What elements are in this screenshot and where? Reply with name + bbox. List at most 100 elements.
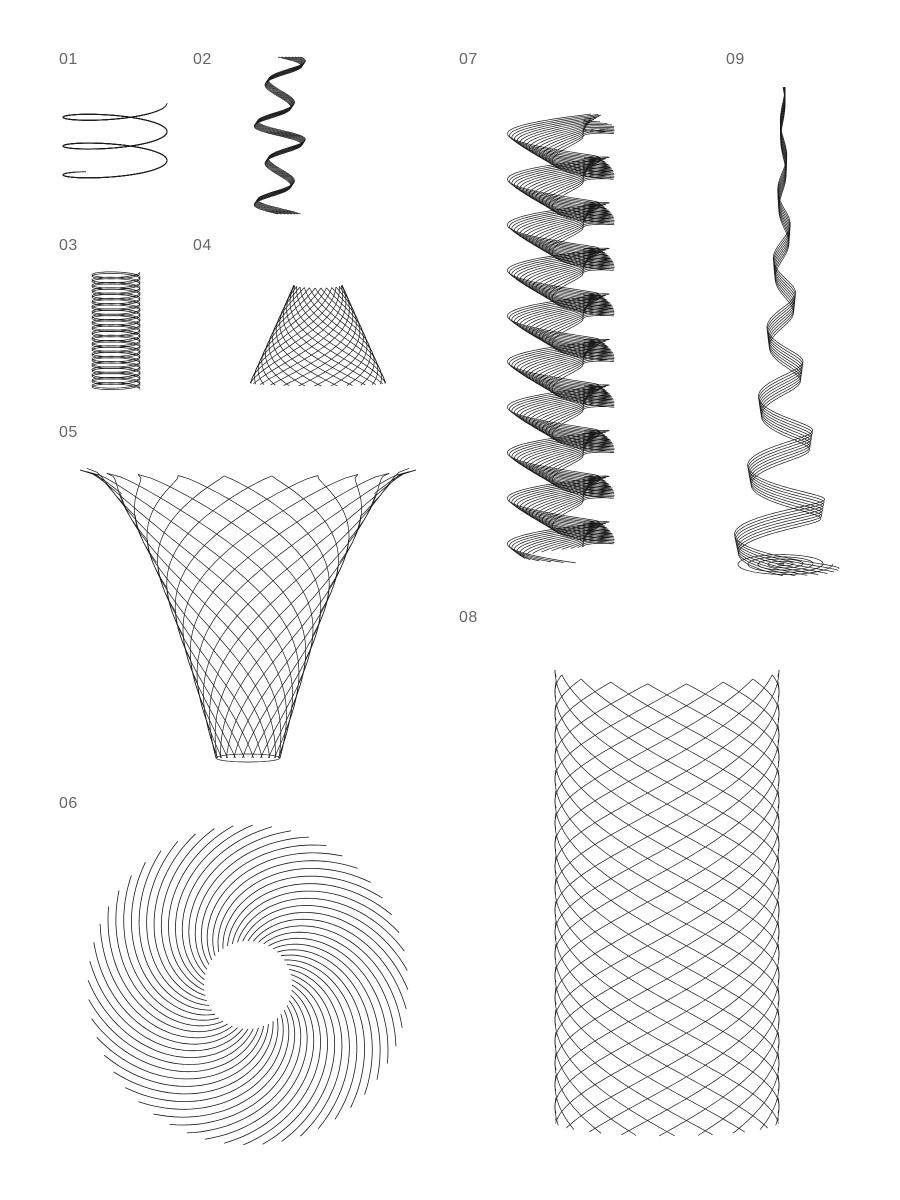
cone-line: [314, 320, 364, 387]
wave-strand: [535, 125, 615, 552]
funnel-line: [182, 634, 236, 759]
lattice-line: [610, 681, 780, 809]
tower-strand: [737, 87, 822, 577]
lattice-line: [555, 921, 780, 1124]
cone-line: [279, 303, 353, 386]
lattice-line: [554, 1009, 675, 1137]
wave-strand: [548, 129, 615, 548]
spiral-arm: [258, 925, 403, 1028]
funnel-line: [209, 467, 410, 759]
lattice-line: [554, 683, 648, 764]
lattice-line: [566, 943, 780, 1129]
lattice-line: [554, 681, 780, 895]
wave-strand: [509, 114, 607, 563]
wave-strand: [507, 113, 611, 564]
spiral-arm: [138, 1014, 284, 1110]
spiral-arm: [247, 912, 409, 990]
lattice-line: [554, 943, 768, 1129]
lattice-line: [554, 704, 780, 917]
cone-line: [257, 352, 265, 386]
lattice-line: [554, 769, 780, 983]
lattice-line: [697, 1032, 780, 1136]
cone-line: [260, 285, 350, 385]
spiral-arm: [284, 959, 358, 1120]
spiral-arm: [146, 840, 210, 1006]
spiral-arm: [252, 918, 407, 1010]
spiral-arm: [263, 931, 397, 1047]
cone-line: [309, 287, 375, 358]
spiral-arm: [227, 883, 393, 947]
cone-line: [261, 344, 276, 386]
lattice-line: [554, 986, 713, 1136]
spiral-arm: [243, 984, 321, 1146]
funnel-line: [251, 613, 321, 759]
lattice-line: [686, 683, 780, 764]
spiral-arm: [186, 1000, 302, 1134]
spiral-arm: [107, 906, 228, 1033]
cone-line: [304, 287, 379, 367]
spiral-arm: [280, 954, 365, 1108]
funnel-line: [203, 707, 218, 759]
spiral-arm: [277, 949, 373, 1095]
spiral-arm: [96, 1026, 264, 1080]
funnel-line: [120, 493, 282, 759]
spiral-arm: [281, 974, 336, 1142]
spiral-arm: [286, 964, 350, 1130]
helix-strand: [256, 56, 305, 215]
cone-line: [265, 336, 290, 386]
spiral-arm: [242, 905, 408, 971]
lattice-line: [775, 1097, 780, 1126]
spiral-arm: [89, 960, 244, 1052]
spiral-arm: [169, 1005, 296, 1126]
lattice-line: [555, 1117, 557, 1121]
spiral-arm: [168, 825, 234, 991]
spiral-arm: [262, 979, 328, 1145]
figure-label-04: 04: [193, 237, 212, 254]
ribbon-strand: [62, 113, 168, 179]
lattice-line: [554, 966, 745, 1133]
cone-line: [249, 379, 253, 383]
spiral-arm: [289, 969, 343, 1137]
lattice-line: [554, 812, 780, 1026]
spiral-arm: [237, 897, 405, 952]
spiral-arm: [205, 995, 308, 1140]
spiral-arm: [222, 875, 383, 949]
spiral-arm: [153, 833, 207, 1001]
spiral-arm: [103, 1023, 269, 1087]
figure-label-07: 07: [459, 51, 478, 68]
cone-line: [298, 312, 361, 387]
coil-strand: [91, 273, 141, 390]
tower-strand: [734, 87, 840, 570]
spiral-arm: [188, 830, 291, 975]
funnel-line: [260, 634, 314, 759]
lattice-line: [554, 681, 724, 809]
lattice-line: [589, 966, 780, 1133]
lattice-line: [554, 878, 780, 1091]
cone-line: [283, 303, 357, 386]
cone-line: [360, 344, 375, 386]
spiral-arm: [93, 942, 238, 1045]
spiral-arm: [115, 890, 224, 1027]
funnel-line: [214, 493, 376, 759]
funnel-line: [226, 540, 349, 759]
spiral-arm: [175, 824, 253, 986]
spiral-arm: [88, 999, 254, 1065]
lattice-line: [554, 789, 780, 1005]
spiral-arm: [113, 1021, 274, 1095]
spiral-arm: [99, 923, 233, 1039]
cone-line: [289, 284, 383, 385]
figure-label-03: 03: [59, 237, 78, 254]
helix-strand: [257, 56, 306, 215]
cone-line: [330, 328, 368, 387]
spiral-arm: [212, 860, 358, 956]
lattice-line: [554, 747, 780, 960]
wave-strand: [551, 129, 615, 548]
cone-line: [293, 285, 387, 384]
